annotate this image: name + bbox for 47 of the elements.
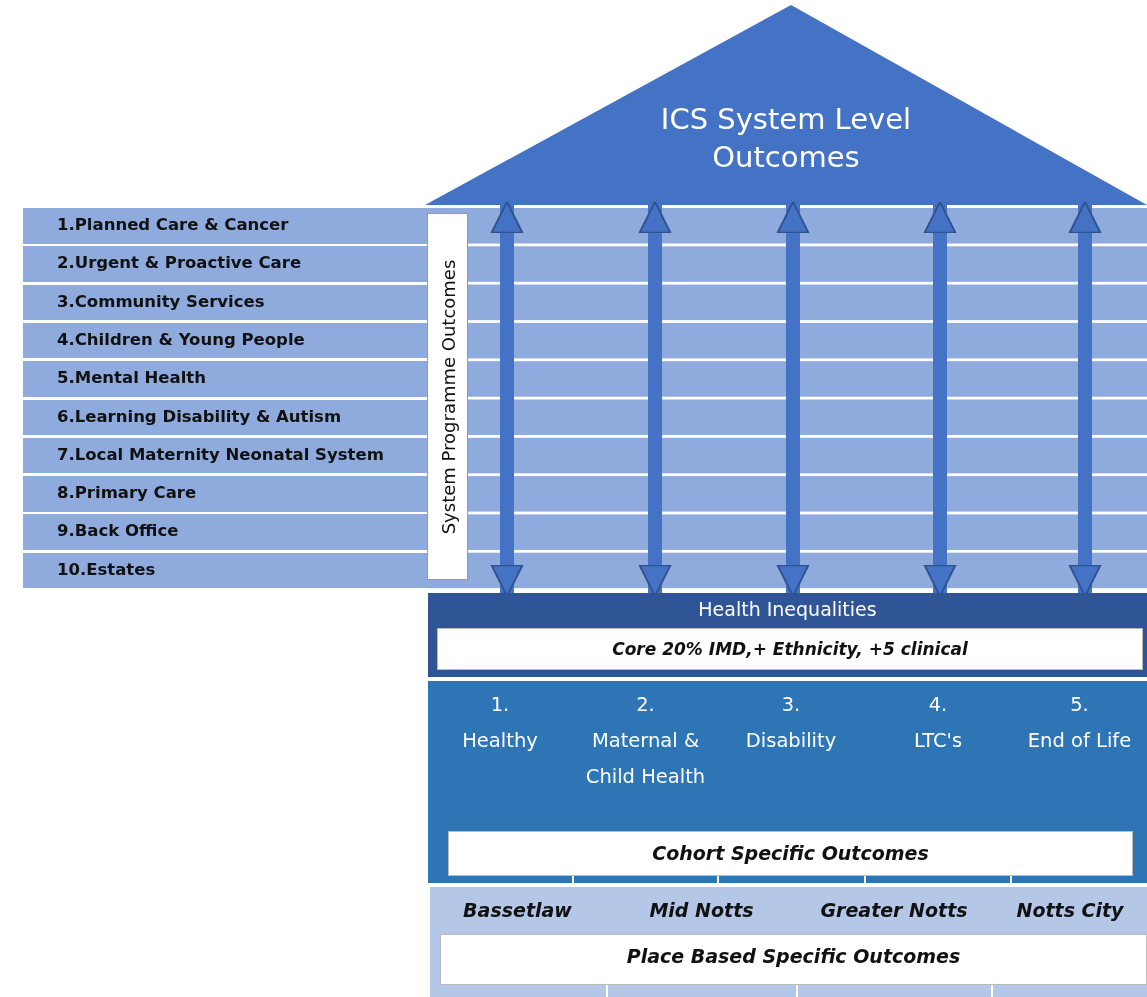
label-text: LTC's [912,728,964,754]
place-panel [430,887,1147,997]
label-text: Place Based Specific Outcomes [625,945,962,967]
label-text: Cohort Specific Outcomes [651,842,930,864]
label-text: Healthy [461,728,539,754]
cohort-number: 3. [780,692,802,718]
label-text: 5.Mental Health [57,368,207,388]
label-box [427,213,468,580]
cohort-number: 1. [489,692,511,718]
cohort-panel [428,681,1147,883]
cohort-number: 5. [1069,692,1090,718]
cohort-number: 2. [635,692,656,718]
programme-band [23,361,428,397]
inequalities-panel [428,593,1147,677]
programme-band [23,208,428,244]
label-text: 3.Community Services [57,291,266,311]
programme-band [23,437,428,474]
label-text: 7.Local Maternity Neonatal System [57,444,385,464]
label-text: 8.Primary Care [57,483,198,503]
label-text: Mid Notts [648,899,755,921]
label-text: ICS System Level Outcomes [659,101,913,176]
cohort-number: 4. [927,692,949,718]
programme-band [23,284,428,321]
label-text: 4.Children & Young People [57,329,306,349]
programme-band [23,399,428,435]
label-text: Health Inequalities [697,598,878,620]
label-text: 10.Estates [57,559,157,579]
programme-band [23,514,428,550]
label-text: 6.Learning Disability & Autism [57,406,343,426]
label-text: Bassetlaw [462,899,573,921]
label-text: Notts City [1015,899,1125,921]
outcome-box [437,628,1143,670]
label-text: End of Life [1026,728,1133,754]
outcome-box [440,934,1147,985]
label-text: 9.Back Office [57,521,180,541]
label-text: 2.Urgent & Proactive Care [57,253,303,273]
label-text: Greater Notts [819,899,969,921]
programme-band [23,322,428,359]
label-text: System Programme Outcomes [437,259,458,534]
programme-band [23,246,428,282]
programme-band [23,476,428,512]
outcome-box [448,831,1133,876]
label-text: Core 20% IMD,+ Ethnicity, +5 clinical [611,639,969,659]
label-text: Maternal & Child Health [584,728,707,790]
label-text: 1.Planned Care & Cancer [57,215,290,234]
programme-band [23,552,428,589]
label-text: Disability [744,728,838,754]
